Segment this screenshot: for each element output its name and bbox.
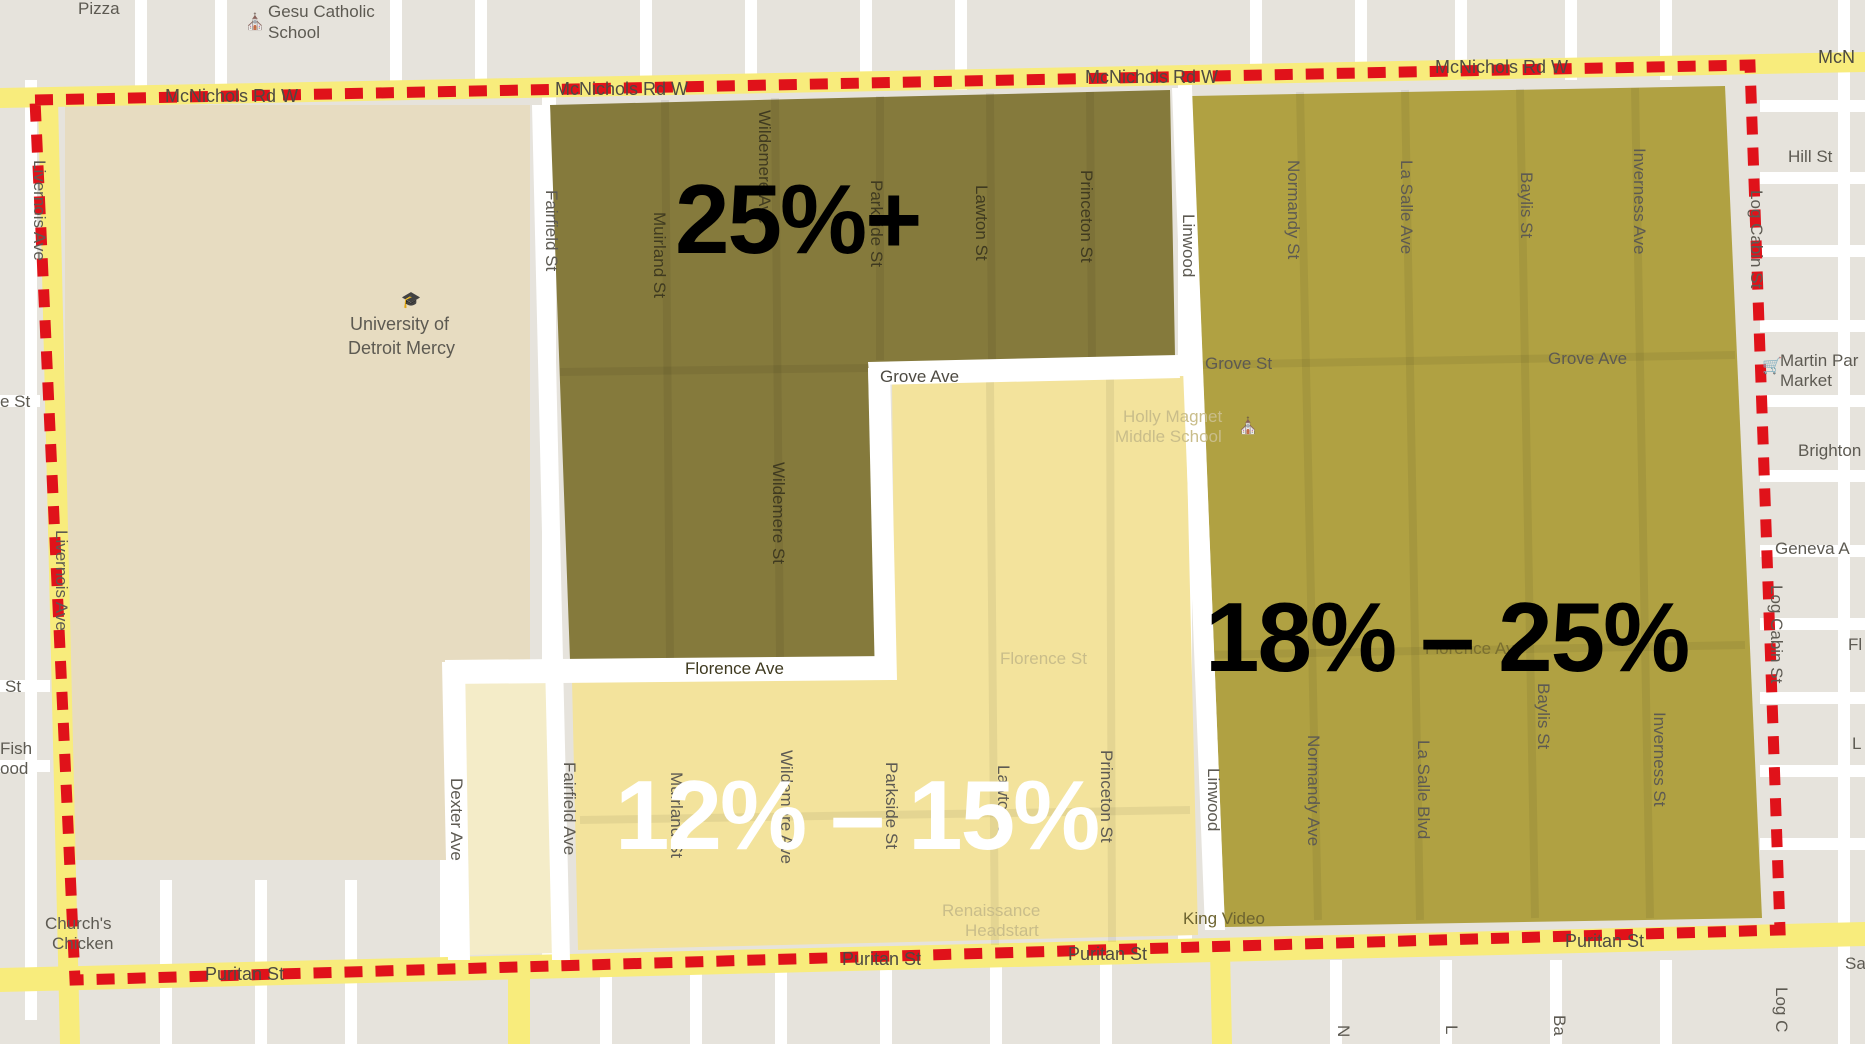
road-label-log-cabin-top: Log Cabin St — [1747, 190, 1766, 289]
road-label-sa-edge: Sa — [1845, 954, 1865, 973]
road-label-log-c-bottom: Log C — [1772, 987, 1791, 1033]
road-label-baylis-top: Baylis St — [1517, 172, 1536, 239]
poi-fish-label-line1[interactable]: Fish — [0, 739, 33, 758]
poi-renaissance-label-line2[interactable]: Headstart — [965, 921, 1039, 940]
road-label-normandy-top: Normandy St — [1284, 160, 1303, 260]
road-label-mcnichols-mid: McNichols Rd W — [555, 79, 689, 99]
road-label-lasalle-top: La Salle Ave — [1397, 160, 1416, 255]
poi-gesu-label-line2[interactable]: School — [268, 23, 320, 42]
poi-churchs-label-line2[interactable]: Chicken — [52, 934, 114, 953]
road-label-livernois-top: Livernois Ave — [30, 160, 49, 261]
poi-renaissance-label-line1[interactable]: Renaissance — [942, 901, 1041, 920]
road-label-mcnichols-right: McNichols Rd W — [1435, 57, 1569, 77]
road-label-hill-st: Hill St — [1788, 147, 1833, 166]
road-label-dexter: Dexter Ave — [447, 778, 466, 861]
road-label-puritan-center: Puritan St — [1068, 944, 1148, 964]
road-label-florence-ave-left: Florence Ave — [685, 659, 784, 678]
road-label-puritan-mid: Puritan St — [842, 949, 922, 969]
road-label-l-bottom-edge: L — [1442, 1025, 1461, 1035]
road-label-florence-ave-right: Florence Ave — [1425, 639, 1524, 658]
road-label-inverness-bottom: Inverness St — [1650, 712, 1669, 807]
road-label-muirland-top: Muirland St — [650, 212, 669, 298]
road-label-puritan-left: Puritan St — [205, 964, 285, 984]
poi-fish-label-line2[interactable]: ood — [0, 759, 29, 778]
road-label-princeton-top: Princeton St — [1077, 170, 1096, 263]
road-label-mcnichols-left: McNichols Rd W — [165, 86, 299, 106]
road-label-mcnichols-center: McNichols Rd W — [1085, 67, 1219, 87]
road-label-baylis-bottom: Baylis St — [1534, 683, 1553, 750]
market-icon[interactable]: 🛒 — [1762, 358, 1782, 375]
zone-18-25-area — [1192, 86, 1762, 927]
road-label-brighton: Brighton — [1798, 441, 1862, 460]
poi-churchs-label-line1[interactable]: Church's — [45, 914, 112, 933]
road-label-grove-st: Grove St — [1205, 354, 1273, 373]
zone-label-12-15: 12% – 15% — [615, 760, 1100, 870]
road-label-lawton-top: Lawton St — [972, 185, 991, 261]
study-area-boundary — [29, 59, 1786, 986]
poi-martin-park-label-line2[interactable]: Market — [1780, 371, 1832, 390]
zone-street-overlay — [559, 87, 1746, 946]
poi-martin-park-label-line1[interactable]: Martin Par — [1780, 351, 1859, 370]
road-label-fairfield-st: Fairfield St — [542, 190, 561, 272]
poi-pizza-label[interactable]: Pizza — [78, 0, 120, 18]
road-label-l-edge: L — [1852, 734, 1862, 753]
road-label-n-edge: N — [1334, 1025, 1353, 1038]
zone-12-15-pale-area — [465, 678, 558, 955]
poi-holly-label-line2[interactable]: Middle School — [1115, 427, 1222, 446]
poi-university-label-line1[interactable]: University of — [350, 314, 450, 334]
road-label-wildemere-mid: Wildemere St — [769, 462, 788, 565]
road-label-fl-edge: Fl — [1848, 635, 1863, 654]
road-label-log-cabin-mid: Log Cabin St — [1767, 585, 1786, 684]
holly-school-icon[interactable]: ⛪ — [1238, 418, 1258, 435]
school-icon[interactable]: ⛪ — [245, 14, 265, 31]
road-label-linwood-top: Linwood — [1179, 214, 1198, 278]
road-label-inverness-top: Inverness Ave — [1630, 148, 1649, 255]
road-label-mcn-edge: McN — [1818, 47, 1855, 67]
road-label-ba-edge: Ba — [1550, 1015, 1569, 1036]
zone-12-15-area — [572, 376, 1198, 950]
poi-holly-label-line1[interactable]: Holly Magnet — [1123, 407, 1223, 426]
road-label-geneva: Geneva A — [1775, 539, 1850, 558]
zone-border-streets — [442, 88, 1225, 960]
road-label-florence-st: Florence St — [1000, 649, 1087, 668]
road-label-st-left: St — [5, 677, 22, 696]
zone-label-25-plus: 25%+ — [675, 164, 922, 274]
road-label-linwood-bottom: Linwood — [1204, 768, 1223, 832]
road-label-fairfield-ave: Fairfield Ave — [560, 762, 579, 856]
university-icon[interactable]: 🎓 — [401, 292, 421, 309]
road-label-princeton-bottom: Princeton St — [1097, 750, 1116, 843]
poi-university-label-line2[interactable]: Detroit Mercy — [348, 338, 456, 358]
road-label-grove-ave-left: Grove Ave — [880, 367, 960, 386]
road-label-normandy-bottom: Normandy Ave — [1304, 735, 1323, 847]
poi-king-video-label[interactable]: King Video — [1183, 909, 1265, 928]
zone-25-plus-area — [550, 90, 1175, 660]
road-label-puritan-right: Puritan St — [1565, 931, 1645, 951]
road-label-lasalle-bottom: La Salle Blvd — [1414, 740, 1433, 840]
zone-label-18-25: 18% – 25% — [1205, 582, 1690, 692]
road-label-livernois-bottom: Livernois Ave — [52, 530, 71, 631]
road-label-e-st: e St — [0, 392, 31, 411]
road-label-grove-ave-right: Grove Ave — [1548, 349, 1628, 368]
poi-gesu-label-line1[interactable]: Gesu Catholic — [268, 2, 375, 21]
